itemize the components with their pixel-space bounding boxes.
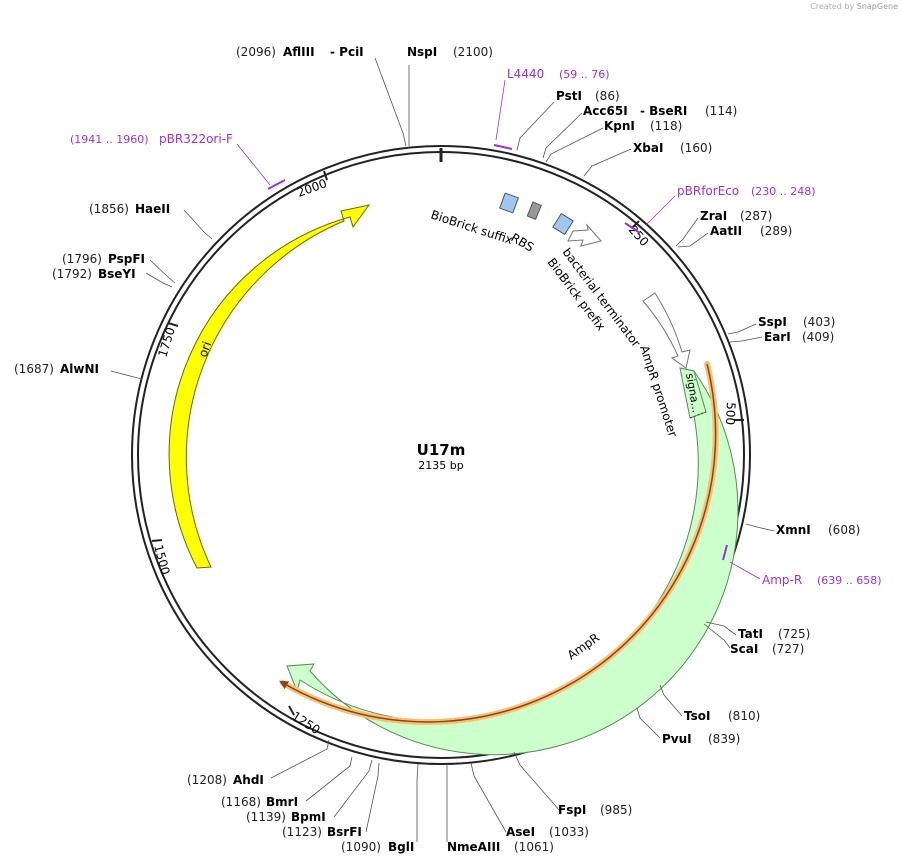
enzyme-haeII-pos: (1856)	[89, 202, 129, 216]
enzyme-bglI-pos: (1090)	[341, 840, 381, 854]
enzyme-pciI-name[interactable]: - PciI	[330, 45, 364, 59]
ampr-label: AmpR	[565, 630, 602, 662]
enzyme-labels: (2096) AflIII - PciI NspI (2100) PstI (8…	[14, 45, 860, 854]
enzyme-bmrI-pos: (1168)	[221, 795, 261, 809]
enzyme-bsrFI-name[interactable]: BsrFI	[327, 825, 362, 839]
enzyme-acc65I-pos: (114)	[705, 104, 737, 118]
enzyme-pvuI-name[interactable]: PvuI	[662, 732, 692, 746]
enzyme-aatII-pos: (289)	[760, 224, 792, 238]
enzyme-zraI-pos: (287)	[740, 209, 772, 223]
enzyme-xbaI-name[interactable]: XbaI	[633, 141, 663, 155]
primer-ampr-range: (639 .. 658)	[817, 574, 882, 587]
primer-pbr322ori-range: (1941 .. 1960)	[70, 133, 149, 146]
enzyme-bseYI-pos: (1792)	[52, 267, 92, 281]
enzyme-scaI-pos: (727)	[772, 642, 804, 656]
enzyme-aflIII-pos: (2096)	[236, 45, 276, 59]
ampr-cds-line	[279, 363, 717, 723]
ori-label: ori	[196, 340, 214, 359]
biobrick-suffix-box[interactable]	[499, 192, 519, 214]
enzyme-tsoI-name[interactable]: TsoI	[684, 709, 710, 723]
enzyme-bseYI-name[interactable]: BseYI	[98, 267, 136, 281]
enzyme-sspI-pos: (403)	[803, 315, 835, 329]
enzyme-earI-name[interactable]: EarI	[764, 330, 791, 344]
credit-prefix: Created by	[810, 2, 855, 11]
enzyme-pstI-name[interactable]: PstI	[556, 89, 582, 103]
enzyme-nspI-pos: (2100)	[453, 45, 493, 59]
enzyme-pspFI-name[interactable]: PspFI	[108, 252, 145, 266]
primer-ampr-name[interactable]: Amp-R	[762, 573, 802, 587]
enzyme-zraI-name[interactable]: ZraI	[700, 209, 727, 223]
ampr-promoter-arrow[interactable]	[642, 292, 691, 369]
primer-pbr322ori-name[interactable]: pBR322ori-F	[159, 132, 233, 146]
enzyme-alwNI-name[interactable]: AlwNI	[60, 362, 99, 376]
enzyme-nmeAIII-pos: (1061)	[514, 840, 554, 854]
primer-leaders	[236, 79, 761, 580]
enzyme-earI-pos: (409)	[802, 330, 834, 344]
enzyme-xmnI-pos: (608)	[828, 523, 860, 537]
enzyme-aseI-pos: (1033)	[549, 825, 589, 839]
primer-l4440-range: (59 .. 76)	[559, 68, 610, 81]
enzyme-scaI-name[interactable]: ScaI	[730, 642, 758, 656]
enzyme-kpnI-name[interactable]: KpnI	[604, 119, 635, 133]
plasmid-name: U17m	[417, 441, 466, 459]
enzyme-bpmI-name[interactable]: BpmI	[291, 810, 326, 824]
enzyme-xbaI-pos: (160)	[680, 141, 712, 155]
enzyme-aseI-name[interactable]: AseI	[506, 825, 535, 839]
rbs-box[interactable]	[526, 201, 542, 220]
credit-brand: SnapGene	[856, 2, 898, 11]
enzyme-ahdI-pos: (1208)	[187, 773, 227, 787]
enzyme-fspI-pos: (985)	[600, 803, 632, 817]
enzyme-acc65I-name[interactable]: Acc65I	[583, 104, 628, 118]
enzyme-pstI-pos: (86)	[595, 89, 620, 103]
enzyme-fspI-name[interactable]: FspI	[558, 803, 586, 817]
enzyme-sspI-name[interactable]: SspI	[758, 315, 787, 329]
primer-pbrforeco-range: (230 .. 248)	[751, 185, 816, 198]
enzyme-tatI-pos: (725)	[778, 627, 810, 641]
enzyme-xmnI-name[interactable]: XmnI	[776, 523, 811, 537]
plasmid-size: 2135 bp	[418, 459, 463, 472]
enzyme-bpmI-pos: (1139)	[246, 810, 286, 824]
enzyme-leaders	[110, 57, 775, 842]
enzyme-pvuI-pos: (839)	[708, 732, 740, 746]
biobrick-suffix-label: BioBrick suffix	[429, 208, 514, 248]
primer-l4440-name[interactable]: L4440	[507, 67, 544, 81]
ori-feature[interactable]	[168, 204, 371, 569]
backbone-outer	[131, 145, 751, 765]
enzyme-tsoI-pos: (810)	[728, 709, 760, 723]
enzyme-alwNI-pos: (1687)	[14, 362, 54, 376]
enzyme-kpnI-pos: (118)	[650, 119, 682, 133]
enzyme-tatI-name[interactable]: TatI	[738, 627, 763, 641]
rbs-label: RBS	[509, 230, 537, 254]
primer-marks	[267, 144, 728, 561]
primer-labels: L4440 (59 .. 76) pBRforEco (230 .. 248) …	[70, 67, 882, 587]
ampr-feature[interactable]	[286, 367, 739, 756]
snapgene-credit: Created by SnapGene	[810, 2, 898, 11]
primer-pbrforeco-name[interactable]: pBRforEco	[677, 184, 739, 198]
tick-label-500: 500	[723, 402, 738, 426]
enzyme-bglI-name[interactable]: BglI	[388, 840, 414, 854]
signal-divider	[689, 411, 707, 419]
biobrick-prefix-box[interactable]	[552, 212, 574, 236]
enzyme-aflIII-name[interactable]: AflIII	[283, 45, 315, 59]
enzyme-bseRI-name[interactable]: - BseRI	[640, 104, 687, 118]
enzyme-bsrFI-pos: (1123)	[282, 825, 322, 839]
enzyme-nmeAIII-name[interactable]: NmeAIII	[447, 840, 500, 854]
enzyme-pspFI-pos: (1796)	[62, 252, 102, 266]
enzyme-ahdI-name[interactable]: AhdI	[233, 773, 264, 787]
enzyme-haeII-name[interactable]: HaeII	[135, 202, 170, 216]
enzyme-bmrI-name[interactable]: BmrI	[266, 795, 298, 809]
enzyme-nspI-name[interactable]: NspI	[407, 45, 437, 59]
bacterial-terminator-arrow[interactable]	[567, 223, 602, 247]
enzyme-aatII-name[interactable]: AatII	[710, 224, 742, 238]
